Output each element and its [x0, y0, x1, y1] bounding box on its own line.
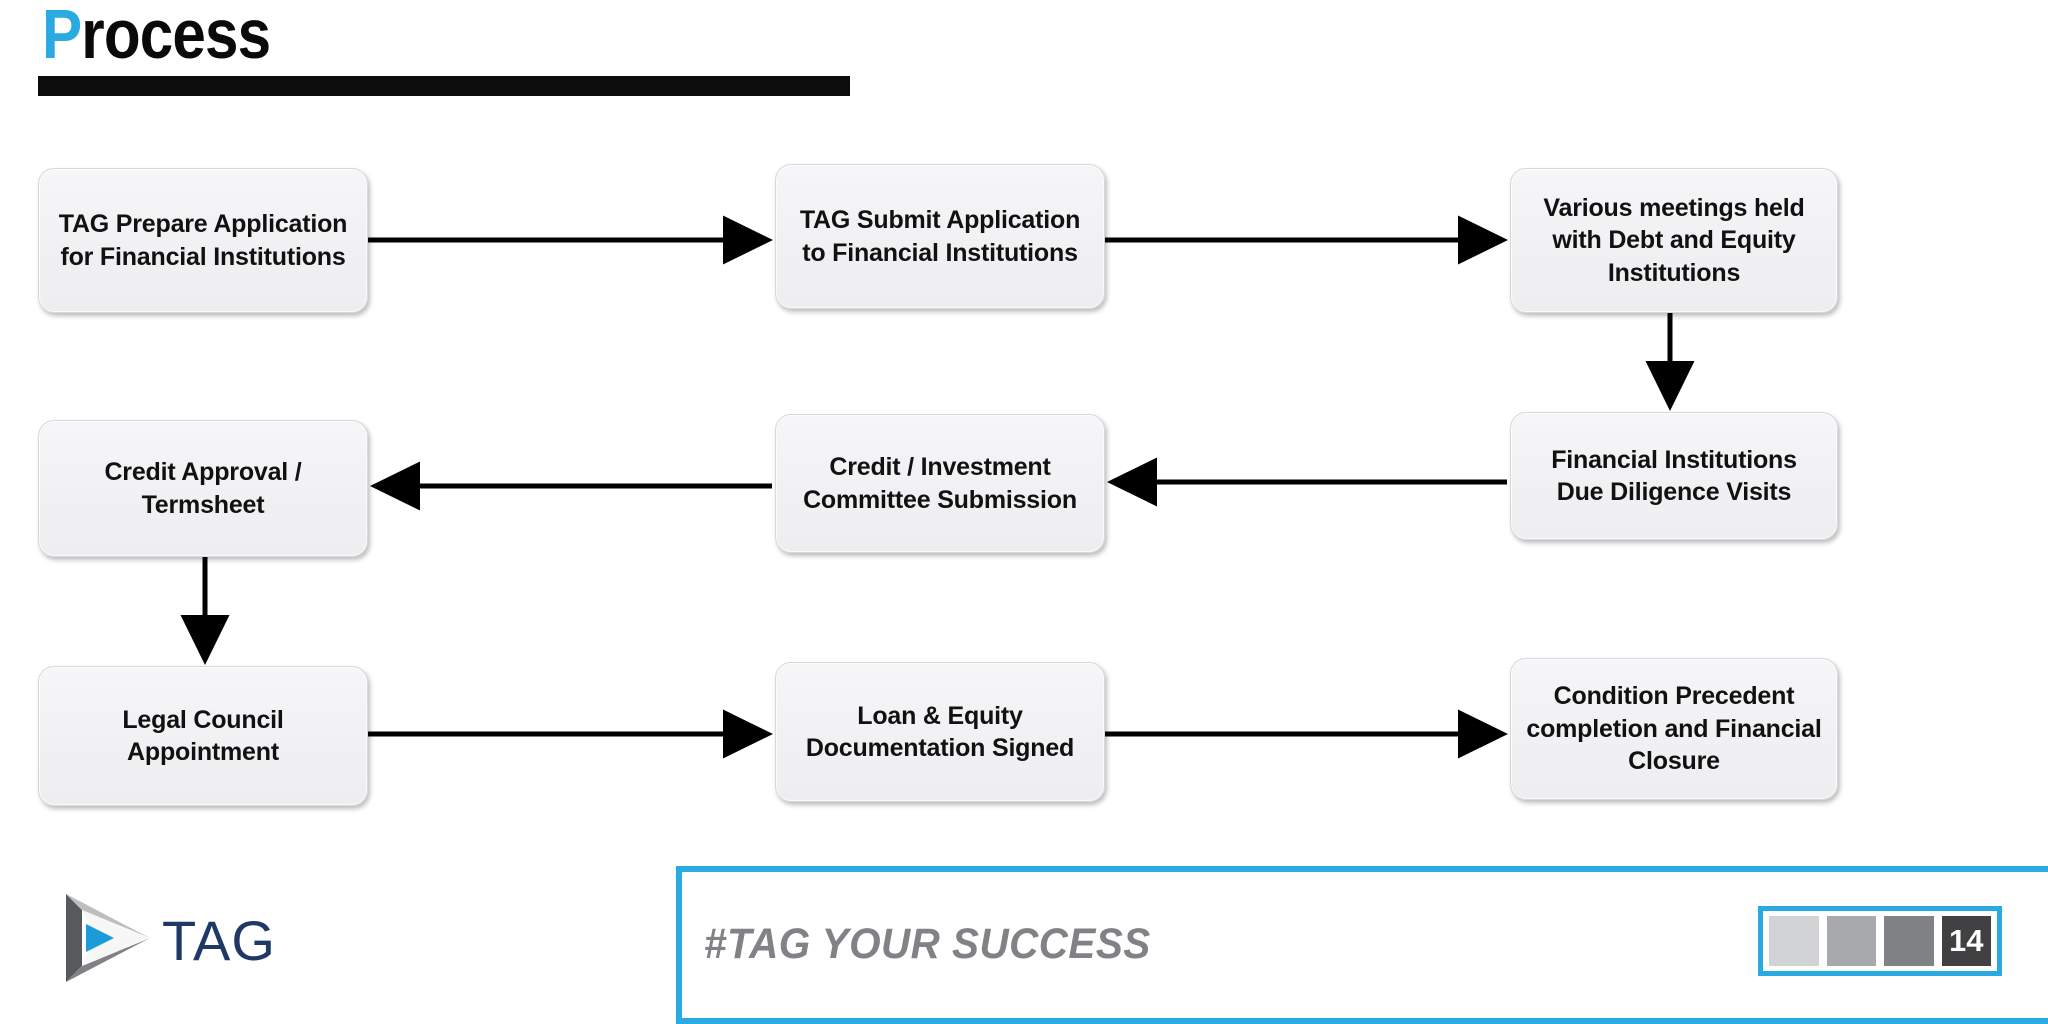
process-box-credit-approval-termsheet[interactable]: Credit Approval / Termsheet: [38, 420, 368, 557]
process-box-credit-investment-committee[interactable]: Credit / Investment Committee Submission: [775, 414, 1105, 553]
page-indicator-swatch-3: [1884, 916, 1934, 966]
page-number: 14: [1949, 923, 1984, 958]
page-title: Process: [42, 0, 271, 73]
process-box-label: TAG Prepare Application for Financial In…: [58, 210, 348, 271]
page-indicator-swatch-2: [1826, 916, 1876, 966]
process-box-label: TAG Submit Application to Financial Inst…: [799, 206, 1081, 267]
process-box-label: Credit / Investment Committee Submission: [803, 453, 1077, 514]
process-box-label: Legal Council Appointment: [122, 705, 284, 767]
tag-logo-wordmark: TAG: [162, 909, 276, 972]
page-indicator-swatch-1: [1769, 916, 1819, 966]
title-underline-bar: [38, 76, 850, 96]
process-box-tag-prepare-application[interactable]: TAG Prepare Application for Financial In…: [38, 168, 368, 313]
tag-logo: TAG: [62, 890, 312, 986]
process-box-various-meetings[interactable]: Various meetings held with Debt and Equi…: [1510, 168, 1838, 313]
process-box-condition-precedent-closure[interactable]: Condition Precedent completion and Finan…: [1510, 658, 1838, 800]
page-title-rest: rocess: [81, 0, 271, 73]
process-box-label: Various meetings held with Debt and Equi…: [1543, 193, 1805, 287]
process-box-tag-submit-application[interactable]: TAG Submit Application to Financial Inst…: [775, 164, 1105, 309]
process-box-label: Credit Approval / Termsheet: [104, 458, 302, 519]
process-box-label: Loan & Equity Documentation Signed: [805, 701, 1075, 763]
tag-logo-arrow-icon: [62, 890, 154, 986]
process-box-loan-equity-documentation[interactable]: Loan & Equity Documentation Signed: [775, 662, 1105, 802]
process-box-legal-council-appointment[interactable]: Legal Council Appointment: [38, 666, 368, 806]
page-title-accent-letter: P: [42, 0, 82, 73]
page-indicator[interactable]: 14: [1758, 906, 2002, 976]
page-indicator-swatch-4: 14: [1941, 916, 1991, 966]
tagline-text: #TAG YOUR SUCCESS: [704, 920, 1151, 968]
process-box-label: Financial Institutions Due Diligence Vis…: [1551, 445, 1797, 507]
process-box-label: Condition Precedent completion and Finan…: [1526, 682, 1822, 776]
process-box-due-diligence-visits[interactable]: Financial Institutions Due Diligence Vis…: [1510, 412, 1838, 540]
